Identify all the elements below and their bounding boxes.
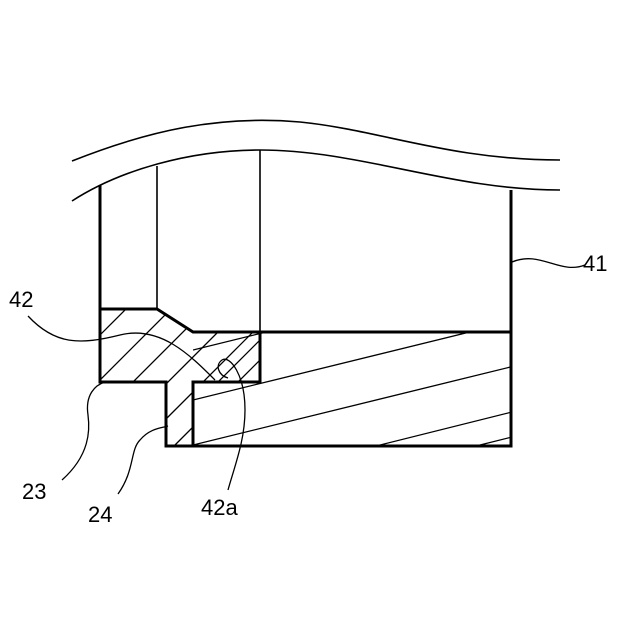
ref-label-23: 23 <box>22 479 46 504</box>
body-41-outline <box>193 332 511 446</box>
ref-label-42: 42 <box>9 287 33 312</box>
ref-label-41: 41 <box>583 251 607 276</box>
leader-42a <box>218 359 245 490</box>
leader-24 <box>118 426 168 494</box>
seal-42-outline <box>100 309 260 446</box>
top-break-line-upper <box>72 120 560 161</box>
ref-label-42a: 42a <box>201 495 238 520</box>
seal-42-hatching <box>80 295 275 445</box>
leader-23 <box>62 382 105 480</box>
ref-label-24: 24 <box>88 502 112 527</box>
leader-42 <box>28 316 215 380</box>
top-break-line-lower <box>72 150 560 201</box>
leader-41 <box>512 259 585 268</box>
